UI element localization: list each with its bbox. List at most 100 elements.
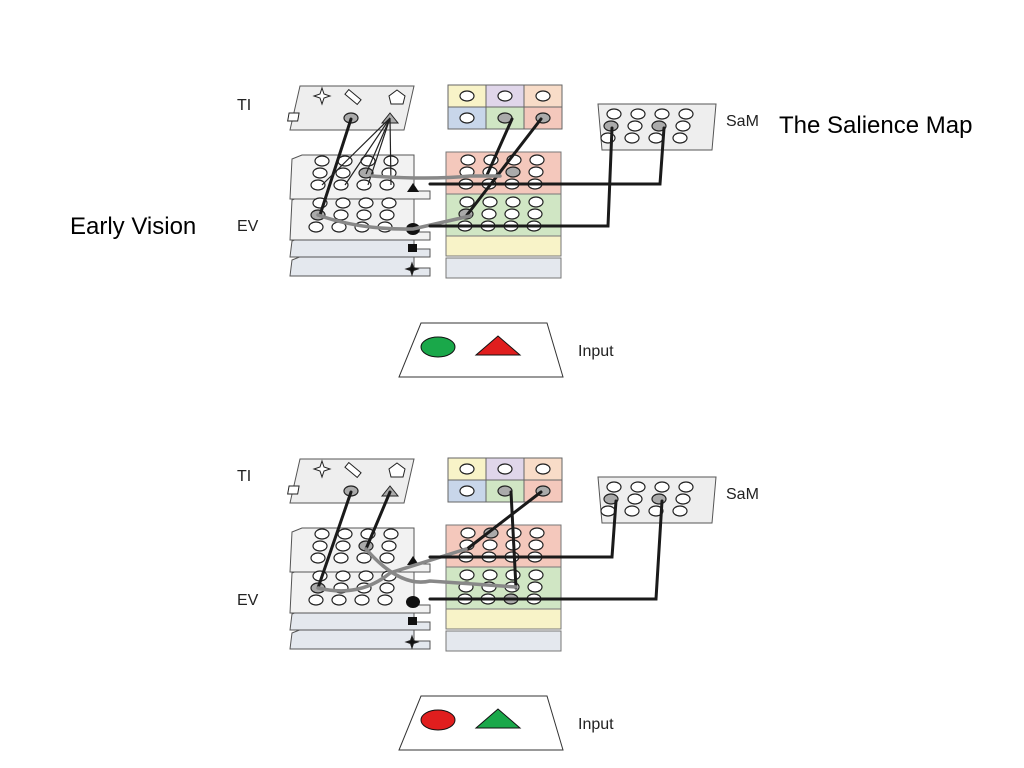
- ev-top-grid-unit: [356, 552, 372, 564]
- sam-grid-unit: [678, 108, 694, 120]
- ev-top-grid-unit: [314, 155, 330, 167]
- ev-mid-grid-unit: [358, 197, 374, 209]
- ev-star-marker: [404, 261, 420, 277]
- ev-mid-grid-unit: [381, 197, 397, 209]
- sam-wire-1: [428, 499, 618, 559]
- ev-top-grid-unit: [312, 167, 328, 179]
- colour-template-unit: [459, 485, 475, 497]
- ev-top-grid-unit: [379, 179, 395, 191]
- ti-fanout-line: [389, 117, 392, 186]
- ti-fanout-line: [344, 117, 391, 186]
- panel-2: [287, 457, 717, 751]
- colour-template-unit: [497, 463, 513, 475]
- ev-top-grid-unit: [333, 552, 349, 564]
- ev-ellipse-marker: [406, 596, 420, 608]
- ev-mid-grid-unit: [379, 209, 395, 221]
- sam-grid-unit: [672, 132, 688, 144]
- ti-fanout-line: [365, 117, 391, 175]
- colour-feature-plane: [445, 257, 562, 279]
- bar-icon: [344, 461, 362, 479]
- ev-square-marker: [408, 244, 417, 252]
- colour-red-grid-unit: [529, 527, 545, 539]
- input-triangle-shape: [474, 708, 522, 729]
- colour-red-grid-unit: [460, 527, 476, 539]
- input-plane: [398, 695, 564, 751]
- colour-red-grid-unit: [528, 539, 544, 551]
- colour-template-unit: [497, 90, 513, 102]
- sam-wire-2: [428, 126, 614, 228]
- ev-top-grid-unit: [333, 179, 349, 191]
- ev-top-grid-unit: [335, 540, 351, 552]
- ev-green-link: [316, 213, 472, 231]
- colour-template-wire-2: [465, 490, 543, 551]
- colour-red-grid-unit: [460, 154, 476, 166]
- colour-green-grid-unit: [527, 581, 543, 593]
- colour-green-grid-unit: [528, 196, 544, 208]
- sam-grid-unit: [678, 481, 694, 493]
- ev-cross-link-2: [316, 547, 468, 593]
- sam-grid-unit: [630, 108, 646, 120]
- colour-green-grid-unit: [505, 196, 521, 208]
- colour-red-grid-unit: [505, 166, 521, 178]
- pentagon-icon: [388, 89, 406, 105]
- ev-mid-grid-unit: [335, 197, 351, 209]
- input-label-bottom: Input: [578, 716, 614, 733]
- sam-grid-unit: [606, 108, 622, 120]
- ev-top-grid-unit: [314, 528, 330, 540]
- input-label-top: Input: [578, 343, 614, 360]
- ti-fanout-line: [367, 117, 391, 186]
- sam-grid-unit: [627, 493, 643, 505]
- ti-to-ev-wire-2: [364, 490, 392, 551]
- ev-triangle-marker: [407, 556, 419, 565]
- sam-grid-unit: [648, 505, 664, 517]
- colour-feature-plane: [445, 630, 562, 652]
- colour-red-grid-unit: [483, 527, 499, 539]
- ev-label-bottom: EV: [237, 592, 259, 609]
- sam-grid-unit: [651, 493, 667, 505]
- input-triangle-shape: [474, 335, 522, 356]
- pentagon-icon: [388, 462, 406, 478]
- ev-mid-grid-unit: [354, 594, 370, 606]
- ti-label-bottom: TI: [237, 468, 252, 485]
- ev-label-top: EV: [237, 218, 259, 235]
- ti-label-top: TI: [237, 97, 252, 114]
- sam-grid-unit: [627, 120, 643, 132]
- sam-label-top: SaM: [726, 113, 759, 130]
- input-ellipse-shape: [420, 336, 456, 358]
- sam-grid-unit: [630, 481, 646, 493]
- sam-grid-unit: [648, 132, 664, 144]
- colour-feature-plane: [445, 235, 562, 257]
- ev-red-link: [370, 174, 502, 180]
- early-vision-annotation: Early Vision: [70, 213, 197, 240]
- ev-plane-star: [289, 628, 431, 650]
- input-ellipse-shape: [420, 709, 456, 731]
- sam-grid-unit: [600, 505, 616, 517]
- ev-top-grid-unit: [356, 179, 372, 191]
- sam-wire-2: [428, 499, 664, 601]
- panel-1: [287, 84, 717, 378]
- ev-mid-grid-unit: [358, 570, 374, 582]
- sam-grid-unit: [675, 120, 691, 132]
- colour-green-grid-unit: [505, 569, 521, 581]
- sam-grid-unit: [624, 505, 640, 517]
- sam-grid-unit: [606, 481, 622, 493]
- colour-template-unit: [535, 90, 551, 102]
- ev-mid-grid-unit: [333, 209, 349, 221]
- ev-top-grid-unit: [312, 540, 328, 552]
- colour-green-grid-unit: [504, 208, 520, 220]
- star-icon: [312, 459, 332, 479]
- colour-template-wire-1: [485, 117, 514, 177]
- colour-green-grid-unit: [459, 569, 475, 581]
- sam-grid-unit: [654, 108, 670, 120]
- ti-to-ev-wire-1: [316, 490, 353, 590]
- ev-triangle-marker: [407, 183, 419, 192]
- bar-icon: [344, 88, 362, 106]
- sam-grid-unit: [654, 481, 670, 493]
- ev-mid-grid-unit: [379, 582, 395, 594]
- input-plane: [398, 322, 564, 378]
- ti-to-ev-wire-1: [318, 117, 353, 217]
- ti-fanout-line: [321, 117, 391, 186]
- colour-green-grid-unit: [482, 569, 498, 581]
- square-icon: [287, 112, 300, 122]
